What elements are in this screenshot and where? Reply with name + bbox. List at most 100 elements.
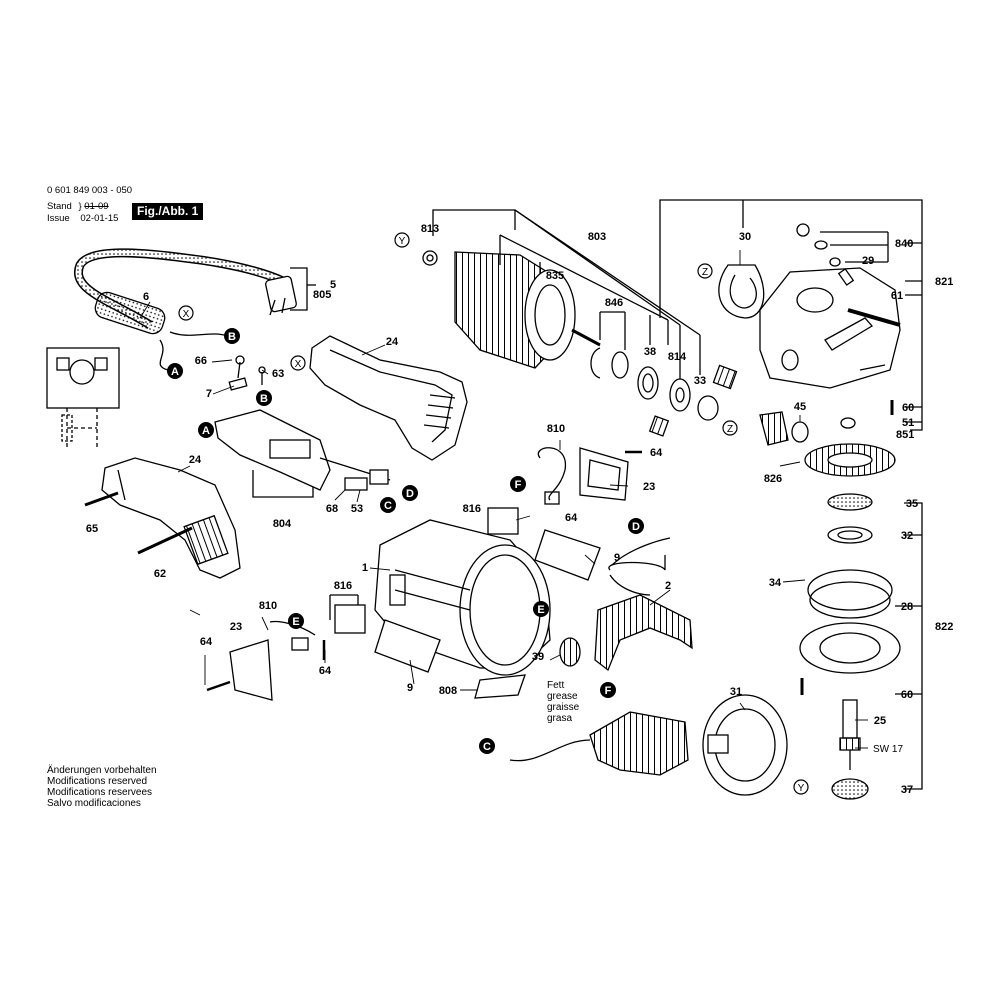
label-25: 25 xyxy=(874,715,886,727)
svg-text:C: C xyxy=(483,741,491,753)
note-fr: Modifications reservees xyxy=(47,787,153,798)
connector-d-2: D xyxy=(628,518,644,534)
label-32: 32 xyxy=(901,530,913,542)
label-835: 835 xyxy=(546,270,564,282)
note-es: Salvo modificaciones xyxy=(47,798,141,809)
label-821: 821 xyxy=(935,276,953,288)
svg-text:E: E xyxy=(292,616,299,628)
label-63: 63 xyxy=(272,368,284,380)
brush-holder-upper xyxy=(487,447,642,535)
connector-z-2: Z xyxy=(722,420,738,436)
label-2: 2 xyxy=(665,580,671,592)
label-24-bottom: 24 xyxy=(189,454,202,466)
label-64-b: 64 xyxy=(565,512,578,524)
connector-b-2: B xyxy=(256,390,272,406)
field-coil-upper xyxy=(594,537,693,672)
label-23-top: 23 xyxy=(643,481,655,493)
label-822: 822 xyxy=(935,621,953,633)
label-851: 851 xyxy=(896,429,914,441)
connector-c-1: C xyxy=(380,497,396,513)
label-840: 840 xyxy=(895,238,913,250)
switch-assembly xyxy=(214,355,391,491)
connector-a-1: A xyxy=(167,363,183,379)
issue-date: 02-01-15 xyxy=(80,213,119,224)
label-814: 814 xyxy=(668,351,687,363)
label-24-top: 24 xyxy=(386,336,399,348)
ring-32 xyxy=(827,526,873,544)
label-sw17: SW 17 xyxy=(873,744,903,755)
label-28: 28 xyxy=(901,601,913,613)
figure-label: Fig./Abb. 1 xyxy=(132,203,204,220)
nut-37 xyxy=(831,778,869,800)
grease-note: Fett grease graisse grasa xyxy=(547,680,580,724)
label-35: 35 xyxy=(906,498,918,510)
wiring-schematic xyxy=(46,347,120,448)
label-60-top: 60 xyxy=(902,402,914,414)
note-en: Modifications reserved xyxy=(47,776,148,787)
connector-z-1: Z xyxy=(697,263,713,279)
label-29: 29 xyxy=(862,255,874,267)
connector-c-2: C xyxy=(479,738,495,754)
label-38: 38 xyxy=(644,346,656,358)
svg-text:B: B xyxy=(260,393,268,405)
connector-a-2: A xyxy=(198,422,214,438)
svg-text:C: C xyxy=(384,500,392,512)
modifications-note: Änderungen vorbehalten Modifications res… xyxy=(47,765,157,809)
label-5: 5 xyxy=(330,279,336,291)
label-816-bottom: 816 xyxy=(334,580,352,592)
label-9-left: 9 xyxy=(407,682,413,694)
label-805: 805 xyxy=(313,289,331,301)
svg-text:X: X xyxy=(183,309,190,320)
svg-text:A: A xyxy=(202,425,210,437)
label-31: 31 xyxy=(730,686,742,698)
svg-text:D: D xyxy=(406,488,414,500)
svg-text:A: A xyxy=(171,366,179,378)
motor-housing xyxy=(374,519,551,676)
issue-label: Issue xyxy=(47,213,70,224)
connector-f-1: F xyxy=(510,476,526,492)
bracket-821 xyxy=(659,199,923,431)
bracket-822 xyxy=(895,502,923,790)
label-810-top: 810 xyxy=(547,423,565,435)
label-23-bottom: 23 xyxy=(230,621,242,633)
label-62: 62 xyxy=(154,568,166,580)
label-65: 65 xyxy=(86,523,98,535)
bearing-39 xyxy=(559,637,581,667)
top-small-parts xyxy=(796,223,901,429)
label-45: 45 xyxy=(794,401,806,413)
label-826: 826 xyxy=(764,473,782,485)
gear-housing xyxy=(759,267,901,389)
label-64-d: 64 xyxy=(319,665,332,677)
connector-e-2: E xyxy=(533,601,549,617)
bevel-gear xyxy=(804,443,896,477)
label-7: 7 xyxy=(206,388,212,400)
label-34: 34 xyxy=(769,577,782,589)
label-66: 66 xyxy=(195,355,207,367)
spindle xyxy=(839,699,861,770)
svg-text:F: F xyxy=(515,479,522,491)
handle-24-top xyxy=(309,335,468,461)
connector-e-1: E xyxy=(288,613,304,629)
note-de: Änderungen vorbehalten xyxy=(47,765,157,776)
label-808: 808 xyxy=(439,685,457,697)
label-51: 51 xyxy=(902,417,914,429)
label-6: 6 xyxy=(143,291,149,303)
label-33: 33 xyxy=(694,375,706,387)
label-53: 53 xyxy=(351,503,363,515)
connector-x-2: X xyxy=(178,305,194,321)
svg-text:Z: Z xyxy=(702,267,708,278)
svg-text:D: D xyxy=(632,521,640,533)
label-816-top: 816 xyxy=(463,503,481,515)
stand-label: Stand xyxy=(47,201,72,212)
guard-ring xyxy=(807,569,893,619)
connector-markers: A A B B C C D D E E F F X X Y Y Z Z xyxy=(167,232,809,795)
stand-date: 01-09 xyxy=(84,201,109,212)
grease-fr: graisse xyxy=(547,702,580,713)
brush-holder-lower xyxy=(206,604,366,701)
label-804: 804 xyxy=(273,518,292,530)
label-60-bottom: 60 xyxy=(901,689,913,701)
connector-f-2: F xyxy=(600,682,616,698)
label-810-bottom: 810 xyxy=(259,600,277,612)
connector-y-1: Y xyxy=(394,232,410,248)
